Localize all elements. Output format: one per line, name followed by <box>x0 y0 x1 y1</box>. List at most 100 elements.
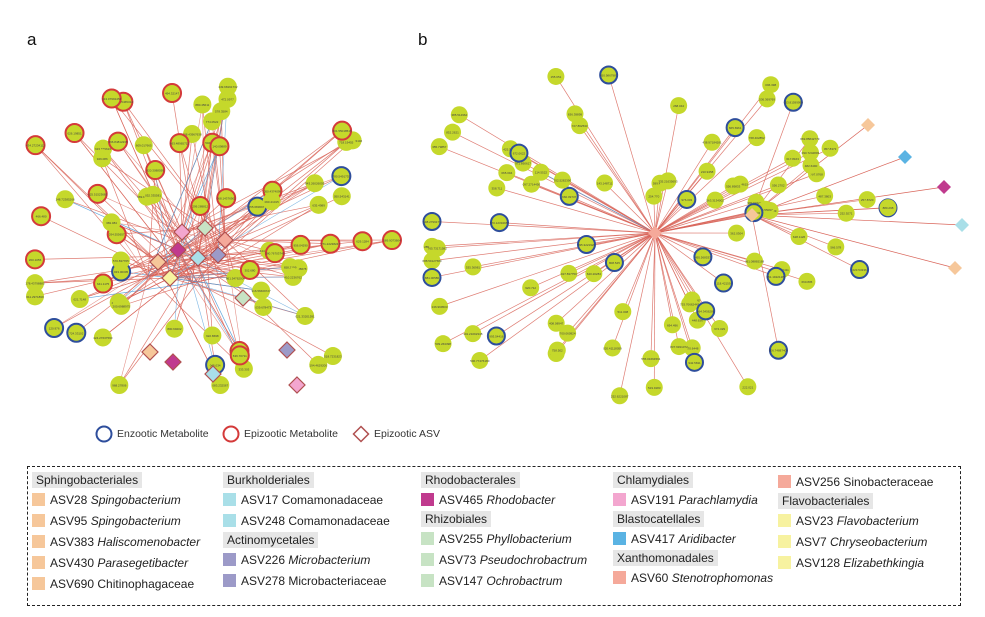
metabolite-node <box>698 162 716 180</box>
metabolite-node <box>290 234 311 255</box>
metabolite-node <box>428 239 446 257</box>
node-label: 797.0768 <box>810 172 823 176</box>
node-label: 864.3456288 <box>697 309 715 313</box>
network-edge <box>191 205 201 284</box>
asv-node <box>164 353 182 371</box>
asv-node <box>278 341 296 359</box>
network-edge <box>751 156 906 216</box>
legend-item: ASV95 Spingobacterium <box>32 510 222 531</box>
node-label: 672.0622 <box>513 152 526 156</box>
key-enzootic-metabolite: Enzootic Metabolite <box>95 425 209 443</box>
node-label: 140.09889 <box>212 145 227 149</box>
metabolite-node <box>850 260 870 280</box>
node-label: 702.5282390 <box>554 179 572 183</box>
asv-id: ASV128 <box>796 555 844 570</box>
color-swatch <box>32 493 45 506</box>
node-label: 020.41118059 <box>603 346 622 350</box>
taxon-name: Haliscomenobacter <box>97 534 201 549</box>
network-edge <box>53 275 149 329</box>
color-swatch <box>421 553 434 566</box>
taxon-name: Phyllobacterium <box>486 531 572 546</box>
node-label: 302.680 <box>244 268 255 272</box>
metabolite-node <box>64 123 85 144</box>
node-label: 951.19221282 <box>766 275 786 279</box>
node-label: 252.6221087 <box>611 394 629 398</box>
metabolite-node <box>766 266 786 286</box>
order-header: Actinomycetales <box>223 532 319 548</box>
legend-col-4: Chlamydiales ASV191 Parachlamydia Blasto… <box>613 471 783 588</box>
network-edge <box>117 141 219 256</box>
node-label: 660.09737 <box>562 195 577 199</box>
metabolite-node <box>611 387 629 405</box>
network-edge <box>472 232 656 268</box>
metabolite-node <box>683 339 701 357</box>
key-epizootic-metabolite: Epizootic Metabolite <box>222 425 338 443</box>
color-swatch <box>32 577 45 590</box>
network-edge <box>177 249 241 356</box>
taxon-name: Microbacterium <box>288 552 371 567</box>
network-edge <box>171 92 199 259</box>
metabolite-node <box>522 279 540 297</box>
order-header: Burkholderiales <box>223 472 314 488</box>
order-header: Sphingobacteriales <box>32 472 143 488</box>
node-label: 999.9422867 <box>747 201 765 205</box>
network-edge <box>147 182 315 277</box>
metabolite-node <box>112 296 131 315</box>
node-label: 355.79857 <box>432 145 447 149</box>
metabolite-node <box>216 188 237 209</box>
asv-node <box>216 231 234 249</box>
network-edge <box>147 275 245 370</box>
metabolite-node <box>382 230 402 251</box>
node-label: 971.890617 <box>515 162 531 166</box>
node-label: 820.3088599 <box>146 169 164 173</box>
node-label: 596.77476180 <box>470 359 490 363</box>
network-edge <box>191 282 241 356</box>
node-label: 299.289812 <box>192 204 208 208</box>
metabolite-node <box>193 95 212 114</box>
metabolite-node <box>642 350 660 368</box>
network-edge <box>147 121 213 277</box>
taxon-name: Comamonadaceae <box>281 492 384 507</box>
network-edge <box>574 113 656 234</box>
metabolite-node <box>331 166 352 187</box>
asv-id: ASV17 <box>241 492 282 507</box>
node-label: 555.6836977 <box>249 205 267 209</box>
asv-id: ASV248 <box>241 513 289 528</box>
network-edge <box>751 214 963 226</box>
node-label: 021.33201591 <box>296 314 316 318</box>
diamond-icon <box>352 425 370 443</box>
network-edge <box>650 232 656 359</box>
node-label: 424.27637590 <box>93 336 113 340</box>
metabolite-node <box>783 92 803 112</box>
node-label: 617.8163 <box>786 157 799 161</box>
network-edge <box>35 144 149 277</box>
color-swatch <box>778 475 791 488</box>
metabolite-node <box>706 191 724 209</box>
network-edge <box>191 204 319 284</box>
node-label: 674.329 <box>714 327 725 331</box>
taxonomy-legend: Sphingobacteriales ASV28 Spingobacterium… <box>27 466 961 606</box>
network-edge <box>204 190 273 229</box>
metabolite-node <box>70 290 89 309</box>
node-label: 535.36981 <box>466 265 481 269</box>
asv-node <box>189 249 207 267</box>
node-label: 136.999503 <box>432 305 448 309</box>
network-edge <box>217 244 301 256</box>
node-label: 495.568537 <box>695 255 711 259</box>
node-label: 083.232567 <box>212 384 228 388</box>
network-edge <box>452 131 656 234</box>
network-edge <box>568 232 656 274</box>
metabolite-node <box>320 233 341 254</box>
metabolite-node <box>703 133 721 151</box>
color-swatch <box>223 514 236 527</box>
node-label: 060.41015 <box>265 200 280 204</box>
node-label: 556.2702 <box>772 183 785 187</box>
network-edge <box>439 146 656 234</box>
network-edge <box>555 76 656 234</box>
key-label: Enzootic Metabolite <box>117 428 209 440</box>
node-label: 045.034 <box>210 363 221 367</box>
node-label: 335.21635693 <box>658 179 678 183</box>
metabolite-node <box>229 345 250 366</box>
node-label: 097.2714450 <box>523 183 541 187</box>
network-edge <box>751 214 860 270</box>
